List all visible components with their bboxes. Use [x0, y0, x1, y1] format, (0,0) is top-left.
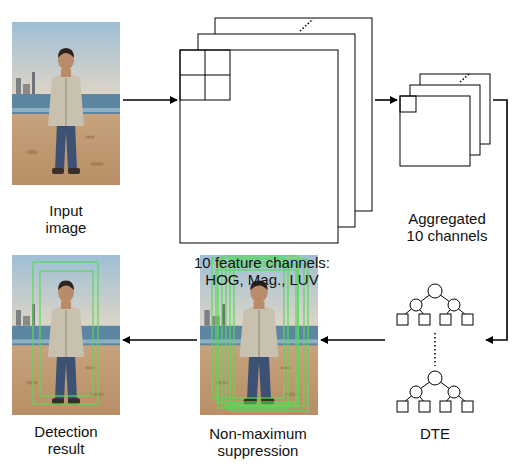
pipeline-stage: Detection result — [12, 255, 120, 415]
flow-arrow — [486, 100, 507, 340]
input-photo — [12, 22, 120, 185]
flow-arrow — [123, 339, 197, 341]
caption-block: Detection result — [26, 423, 106, 457]
stage-caption: DTE — [405, 425, 465, 442]
ellipsis-dots — [434, 333, 436, 366]
flow-arrow — [321, 339, 385, 341]
stage-caption: Non-maximum suppression — [203, 425, 313, 459]
ellipsis-dots — [300, 19, 313, 31]
detection-boxes — [33, 262, 98, 404]
result-photo — [12, 255, 120, 415]
pipeline-stage: Input image — [12, 22, 120, 185]
pipeline-stage: Aggregated 10 channels — [400, 74, 490, 166]
caption-block: 10 feature channels: HOG, Mag., LUV — [187, 254, 337, 288]
aggregated-cell — [400, 96, 416, 112]
cell-grid — [180, 50, 230, 100]
decision-tree — [397, 371, 473, 412]
decision-tree — [397, 284, 473, 325]
flow-arrow — [123, 99, 177, 101]
stage-caption: Input image — [31, 202, 101, 236]
aggregated-page — [400, 96, 470, 166]
stage-caption: 10 feature channels: HOG, Mag., LUV — [187, 254, 337, 288]
pipeline-stage: Non-maximum suppression — [200, 255, 318, 415]
channel-page — [180, 50, 338, 243]
caption-block: DTE — [405, 425, 465, 442]
stage-caption: Detection result — [26, 423, 106, 457]
caption-block: Input image — [31, 202, 101, 236]
caption-block: Aggregated 10 channels — [400, 210, 495, 244]
pipeline-stage: 10 feature channels: HOG, Mag., LUV — [180, 18, 372, 243]
pipeline-stage: DTE — [388, 280, 483, 415]
caption-block: Non-maximum suppression — [203, 425, 313, 459]
flow-arrow — [375, 99, 397, 101]
stage-caption: Aggregated 10 channels — [400, 210, 495, 244]
ellipsis-dots — [460, 74, 469, 82]
cell-grid — [180, 75, 230, 76]
